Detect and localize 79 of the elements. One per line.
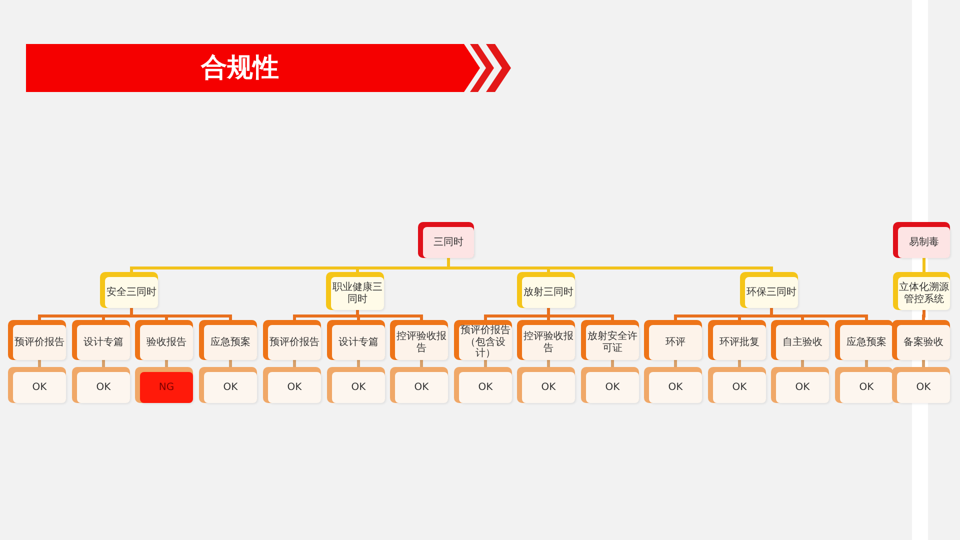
- node-label: OK: [459, 372, 512, 403]
- connector-line: [674, 360, 677, 367]
- connector-line: [611, 360, 614, 367]
- node-label: 控评验收报告: [395, 325, 448, 360]
- node-label: OK: [13, 372, 66, 403]
- node-label: 环评批复: [713, 325, 766, 360]
- result-box: [72, 367, 130, 403]
- result-box: [517, 367, 575, 403]
- group-box: [326, 272, 384, 310]
- node-label: 设计专篇: [77, 325, 130, 360]
- group-box: [740, 272, 798, 308]
- result-box: [327, 367, 385, 403]
- node-label: NG: [140, 372, 193, 403]
- node-label: 备案验收: [897, 325, 950, 360]
- group-box: [517, 272, 575, 308]
- node-label: 环保三同时: [745, 277, 798, 308]
- result-box: [263, 367, 321, 403]
- node-label: 放射三同时: [522, 277, 575, 308]
- title: 合规性: [200, 52, 280, 85]
- connector-line: [165, 360, 168, 367]
- result-box: [8, 367, 66, 403]
- connector-line: [484, 360, 487, 367]
- node-label: 安全三同时: [105, 277, 158, 308]
- node-label: OK: [522, 372, 575, 403]
- node-label: 控评验收报告: [522, 325, 575, 360]
- root-box: [418, 222, 474, 258]
- group-box: [100, 272, 158, 308]
- result-box: [892, 367, 950, 403]
- connector-line: [922, 310, 926, 320]
- node-label: 预评价报告: [268, 325, 321, 360]
- node-label: 环评: [649, 325, 702, 360]
- node-label: 易制毒: [898, 227, 950, 258]
- connector-line: [547, 360, 550, 367]
- connector-line: [547, 308, 614, 320]
- node-label: 立体化溯源管控系统: [898, 277, 950, 310]
- node-label: OK: [776, 372, 829, 403]
- result-box: [581, 367, 639, 403]
- connector-line: [922, 360, 925, 367]
- connector-line: [420, 360, 423, 367]
- node-label: OK: [395, 372, 448, 403]
- node-label: 验收报告: [140, 325, 193, 360]
- node-label: 职业健康三同时: [331, 277, 384, 310]
- node-label: OK: [840, 372, 893, 403]
- node-label: 应急预案: [840, 325, 893, 360]
- node-label: 应急预案: [204, 325, 257, 360]
- result-box: [135, 367, 193, 403]
- connector-line: [229, 360, 232, 367]
- node-label: OK: [649, 372, 702, 403]
- connector-line: [738, 360, 741, 367]
- node-label: OK: [77, 372, 130, 403]
- connector-line: [293, 360, 296, 367]
- result-box: [454, 367, 512, 403]
- node-label: OK: [268, 372, 321, 403]
- node-label: 预评价报告: [13, 325, 66, 360]
- result-box: [708, 367, 766, 403]
- node-label: OK: [586, 372, 639, 403]
- connector-line: [357, 360, 360, 367]
- node-label: OK: [204, 372, 257, 403]
- connector-line: [801, 360, 804, 367]
- node-label: 设计专篇: [332, 325, 385, 360]
- node-label: OK: [713, 372, 766, 403]
- node-label: OK: [897, 372, 950, 403]
- node-label: 放射安全许可证: [586, 325, 639, 360]
- result-box: [390, 367, 448, 403]
- result-box: [771, 367, 829, 403]
- node-label: 三同时: [423, 227, 474, 258]
- node-label: OK: [332, 372, 385, 403]
- connector-line: [865, 360, 868, 367]
- node-label: 自主验收: [776, 325, 829, 360]
- connector-line: [922, 258, 926, 272]
- connector-line: [38, 360, 41, 367]
- result-box: [644, 367, 702, 403]
- connector-line: [102, 360, 105, 367]
- result-box: [835, 367, 893, 403]
- result-box: [199, 367, 257, 403]
- root-box: [893, 222, 950, 258]
- connector-line: [447, 258, 773, 272]
- node-label: 预评价报告（包含设计）: [459, 325, 512, 360]
- group-box: [893, 272, 950, 310]
